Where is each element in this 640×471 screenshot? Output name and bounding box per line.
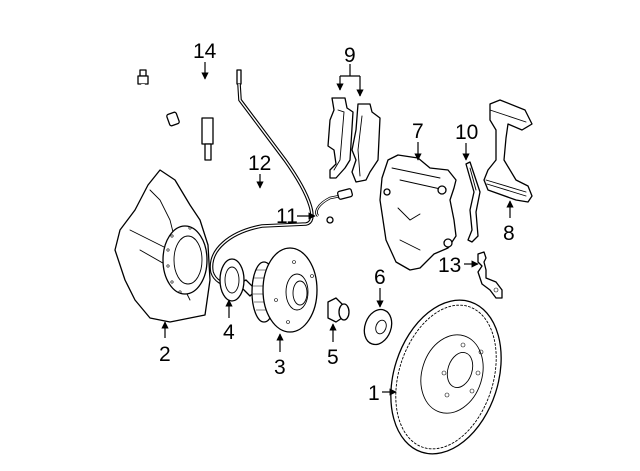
part-seal[interactable]	[219, 258, 245, 302]
callout-5[interactable]: 5	[327, 346, 339, 369]
part-hub-nut[interactable]	[327, 297, 350, 323]
part-bracket[interactable]	[477, 251, 503, 299]
part-rotor[interactable]	[372, 286, 520, 468]
callout-12[interactable]: 12	[248, 152, 271, 175]
part-splash-shield[interactable]	[114, 169, 211, 323]
callout-13[interactable]: 13	[438, 254, 461, 277]
callout-14[interactable]: 14	[193, 40, 217, 63]
callout-2[interactable]: 2	[159, 343, 171, 366]
callout-8[interactable]: 8	[503, 222, 515, 245]
callout-7[interactable]: 7	[412, 120, 424, 143]
callout-10[interactable]: 10	[455, 121, 478, 144]
part-brake-hose[interactable]	[137, 69, 214, 161]
callout-11[interactable]: 11	[276, 205, 298, 228]
callout-6[interactable]: 6	[374, 266, 386, 289]
part-dust-cap[interactable]	[360, 306, 397, 349]
callout-3[interactable]: 3	[274, 356, 286, 379]
part-brake-pads[interactable]	[327, 97, 381, 183]
part-wear-sensor[interactable]	[315, 188, 353, 224]
callout-4[interactable]: 4	[223, 321, 235, 344]
part-pad-spring[interactable]	[465, 161, 481, 243]
part-caliper-support[interactable]	[483, 99, 533, 203]
part-caliper[interactable]	[379, 154, 457, 271]
leader-lines	[161, 62, 514, 396]
part-hub-bearing[interactable]	[251, 247, 318, 333]
callout-1[interactable]: 1	[368, 382, 380, 405]
callout-labels: 14 9 7 10 12 11 8 13 6 4 2 5 3 1	[159, 40, 515, 405]
callout-9[interactable]: 9	[344, 44, 356, 67]
